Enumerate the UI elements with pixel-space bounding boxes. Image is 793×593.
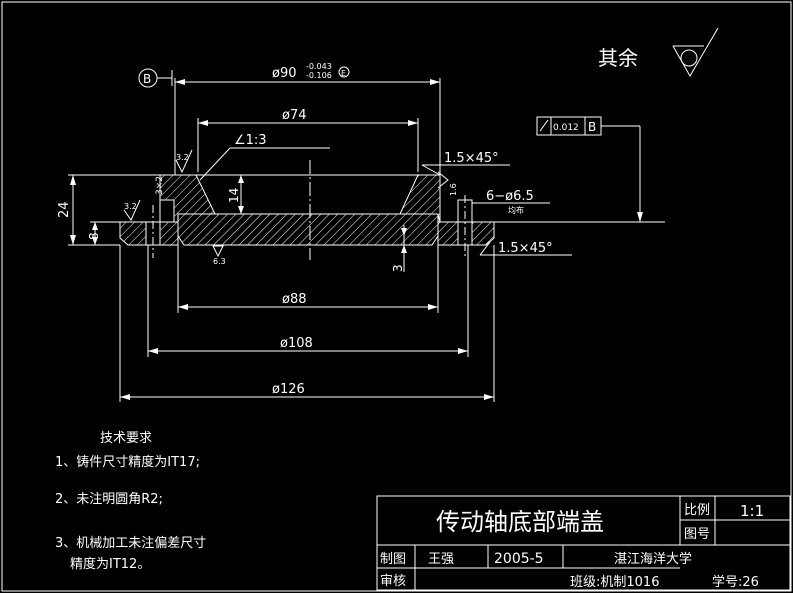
requirement-3-cont: 精度为IT12。 — [70, 556, 150, 572]
svg-text:3×2: 3×2 — [155, 176, 165, 195]
svg-text:ø88: ø88 — [282, 292, 307, 307]
roughness-marks: 3.2 1.6 3.2 6.3 — [123, 149, 458, 266]
requirement-2: 2、未注明圆角R2; — [55, 492, 163, 507]
dim-d108: ø108 — [147, 245, 469, 357]
svg-text:3.2: 3.2 — [124, 202, 137, 211]
dim-h24: 24 — [57, 174, 160, 246]
drawn-name: 王强 — [428, 552, 454, 567]
svg-text:-0.106: -0.106 — [306, 71, 332, 80]
svg-text:6.3: 6.3 — [213, 257, 226, 266]
roughness-general-symbol: 其余 — [598, 27, 719, 78]
scale-value: 1:1 — [740, 502, 764, 520]
svg-text:ø90: ø90 — [272, 66, 297, 81]
svg-text:6−ø6.5: 6−ø6.5 — [486, 189, 534, 204]
svg-text:1.5×45°: 1.5×45° — [444, 151, 499, 166]
svg-text:E: E — [341, 69, 346, 78]
svg-text:ø108: ø108 — [280, 336, 313, 351]
dim-d74: ø74 — [197, 108, 419, 172]
holes-callout: 6−ø6.5 均布 — [472, 189, 550, 215]
svg-text:B: B — [588, 120, 596, 134]
student-no: 学号:26 — [712, 574, 759, 590]
dim-d126: ø126 — [119, 245, 495, 402]
class-info: 班级:机制1016 — [570, 575, 659, 590]
chamfer-top-callout: 1.5×45° — [421, 151, 510, 176]
svg-text:3.2: 3.2 — [176, 153, 189, 162]
drawing-date: 2005-5 — [494, 551, 544, 567]
chamfer-bottom-callout: 1.5×45° — [479, 241, 572, 256]
part-name: 传动轴底部端盖 — [436, 508, 604, 536]
svg-text:B: B — [143, 72, 151, 86]
svg-text:14: 14 — [227, 188, 241, 203]
svg-text:0.012: 0.012 — [553, 123, 579, 133]
dim-h14: 14 — [227, 175, 244, 214]
drawn-label: 制图 — [380, 552, 406, 567]
technical-requirements: 技术要求 1、铸件尺寸精度为IT17; 2、未注明圆角R2; 3、机械加工未注偏… — [55, 431, 206, 572]
school-name: 湛江海洋大学 — [614, 551, 692, 567]
tolerance-frame: 0.012 B — [494, 116, 665, 223]
dim-h8: 8 — [87, 221, 120, 245]
datum-b-marker: B — [138, 68, 173, 88]
dim-3x2: 3×2 — [155, 176, 165, 195]
requirements-title: 技术要求 — [100, 431, 152, 446]
roughness-label: 其余 — [598, 46, 638, 70]
svg-text:∠1:3: ∠1:3 — [234, 133, 267, 148]
scale-label: 比例 — [684, 503, 710, 518]
part-section — [119, 160, 495, 260]
dim-h3: 3 — [391, 225, 407, 272]
requirement-1: 1、铸件尺寸精度为IT17; — [55, 454, 200, 470]
drawing-no-label: 图号 — [684, 527, 710, 542]
svg-text:1.6: 1.6 — [449, 183, 458, 196]
svg-text:均布: 均布 — [508, 205, 524, 215]
requirement-3: 3、机械加工未注偏差尺寸 — [55, 536, 206, 551]
title-block: 传动轴底部端盖 比例 1:1 图号 制图 王强 2005-5 湛江海洋大学 审核… — [376, 495, 791, 591]
svg-text:-0.043: -0.043 — [306, 62, 332, 71]
svg-text:1.5×45°: 1.5×45° — [498, 241, 553, 256]
dim-d90: ø90 -0.043 -0.106 E — [174, 62, 441, 175]
review-label: 审核 — [380, 574, 406, 589]
svg-text:24: 24 — [57, 201, 72, 218]
dim-d88: ø88 — [177, 245, 439, 313]
svg-text:ø74: ø74 — [282, 108, 307, 123]
svg-text:ø126: ø126 — [272, 382, 305, 397]
svg-text:8: 8 — [87, 232, 101, 240]
svg-text:3: 3 — [391, 264, 405, 272]
